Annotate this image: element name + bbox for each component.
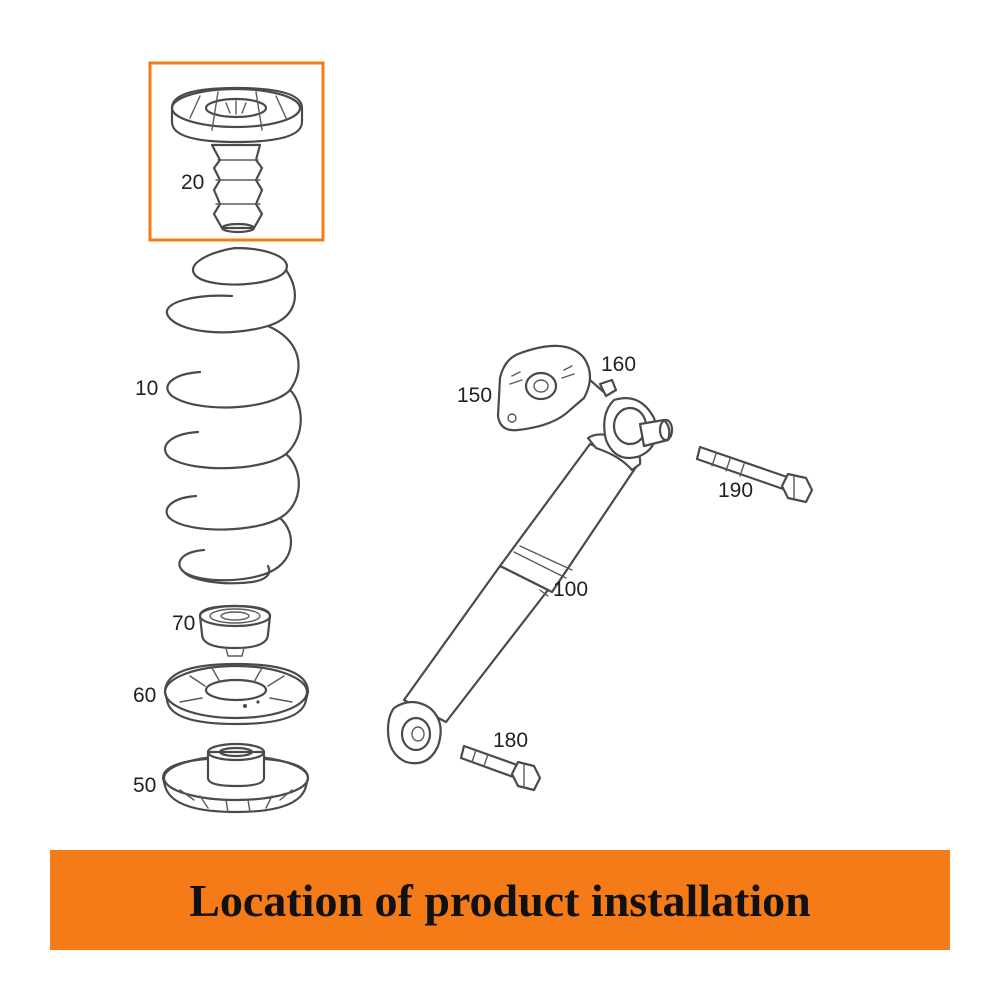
- part-60-spring-seat: [163, 662, 310, 726]
- installation-banner: Location of product installation: [50, 850, 950, 950]
- highlight-box: [148, 61, 325, 242]
- part-50-lower-seat: [161, 742, 310, 814]
- label-190: 190: [718, 479, 753, 502]
- banner-title: Location of product installation: [189, 874, 811, 926]
- label-50: 50: [133, 774, 156, 797]
- part-150-mount-bracket: [496, 344, 592, 432]
- label-100: 100: [553, 578, 588, 601]
- label-70: 70: [172, 612, 195, 635]
- label-20: 20: [181, 171, 204, 194]
- part-190-long-bolt: [695, 445, 814, 504]
- part-100-shock-absorber: [386, 397, 674, 765]
- label-180: 180: [493, 729, 528, 752]
- part-160-screw: [588, 378, 618, 398]
- part-20-top-mount: [170, 86, 304, 234]
- part-180-short-bolt: [459, 744, 542, 792]
- label-10: 10: [135, 377, 158, 400]
- label-60: 60: [133, 684, 156, 707]
- part-10-coil-spring: [164, 246, 302, 585]
- part-70-spring-pad: [198, 604, 272, 657]
- label-160: 160: [601, 353, 636, 376]
- label-150: 150: [457, 384, 492, 407]
